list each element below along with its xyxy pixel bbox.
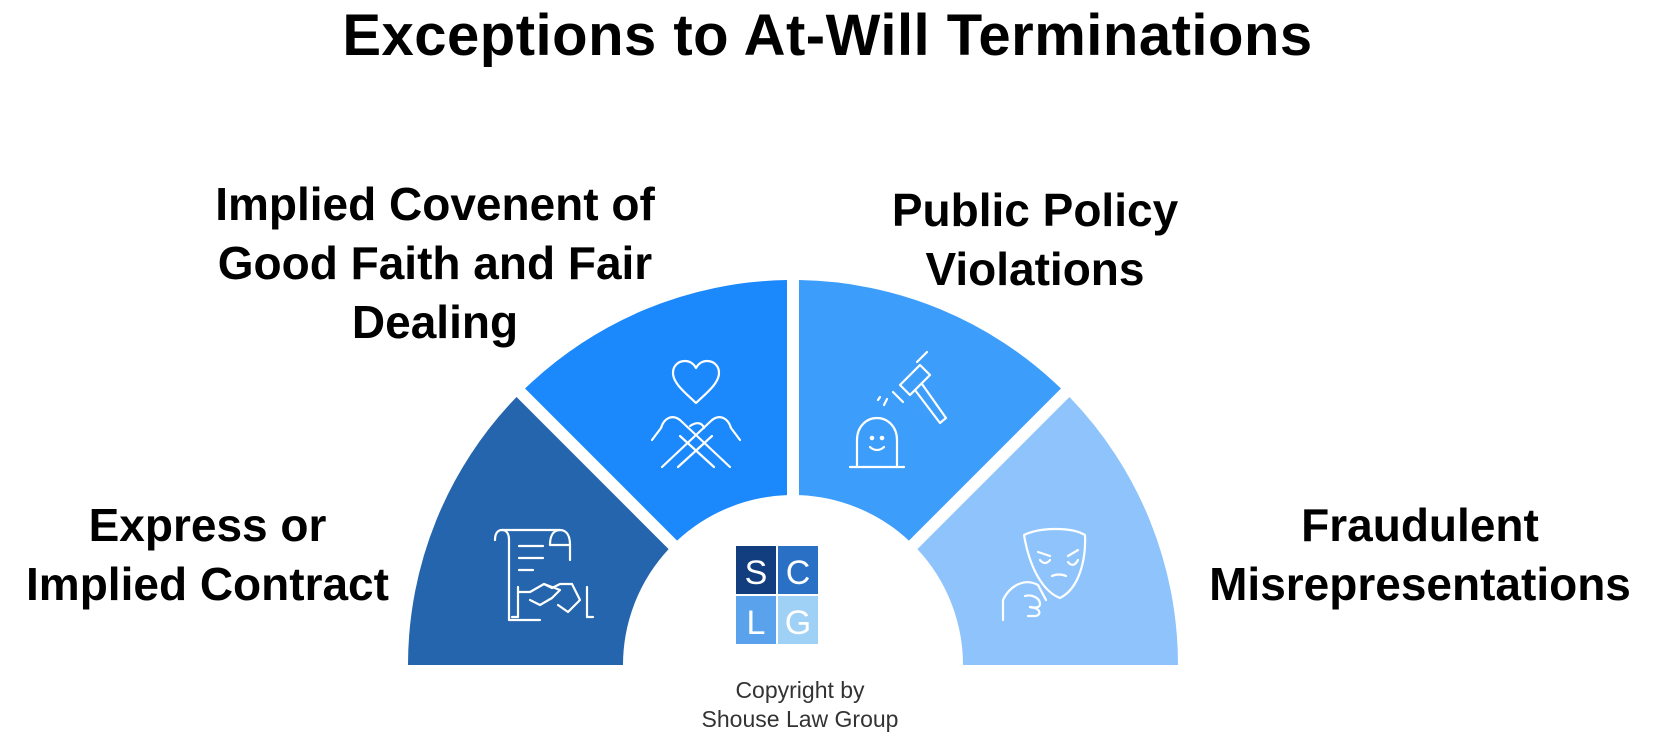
label-line: Implied Covenent of <box>215 178 655 230</box>
gavel-icon <box>848 350 948 469</box>
logo-tile-l <box>736 596 776 644</box>
label-line: Express or <box>88 499 327 551</box>
copyright-text: Copyright by Shouse Law Group <box>650 676 950 734</box>
diagram-title: Exceptions to At-Will Terminations <box>342 3 1313 68</box>
logo-letter-l: L <box>747 604 766 642</box>
segment-label-good-faith: Implied Covenent of Good Faith and Fair … <box>180 175 690 352</box>
label-line: Fraudulent <box>1301 499 1539 551</box>
segment-label-express-contract: Express or Implied Contract <box>0 496 415 614</box>
theater-mask-icon <box>1001 527 1087 622</box>
logo-letter-g: G <box>785 604 811 642</box>
logo-tile-s <box>736 546 776 594</box>
label-line: Violations <box>925 243 1145 295</box>
segment-label-public-policy: Public Policy Violations <box>860 181 1210 299</box>
label-line: Good Faith and Fair <box>217 237 653 289</box>
copyright-line: Shouse Law Group <box>701 706 899 732</box>
logo-letter-c: C <box>786 554 811 592</box>
contract-handshake-icon <box>493 528 595 622</box>
label-line: Implied Contract <box>26 558 389 610</box>
segment-label-fraud: Fraudulent Misrepresentations <box>1185 496 1655 614</box>
label-line: Dealing <box>351 296 519 348</box>
segment-fraud <box>917 397 1178 665</box>
copyright-line: Copyright by <box>735 677 865 703</box>
segment-good-faith <box>525 280 788 541</box>
logo-letter-s: S <box>745 554 768 592</box>
logo-tile-g <box>778 596 818 644</box>
logo-tile-c <box>778 546 818 594</box>
label-line: Public Policy <box>891 184 1179 236</box>
label-line: Misrepresentations <box>1209 558 1631 610</box>
shouse-logo: S C L G <box>736 546 818 644</box>
hands-heart-icon <box>650 359 742 469</box>
